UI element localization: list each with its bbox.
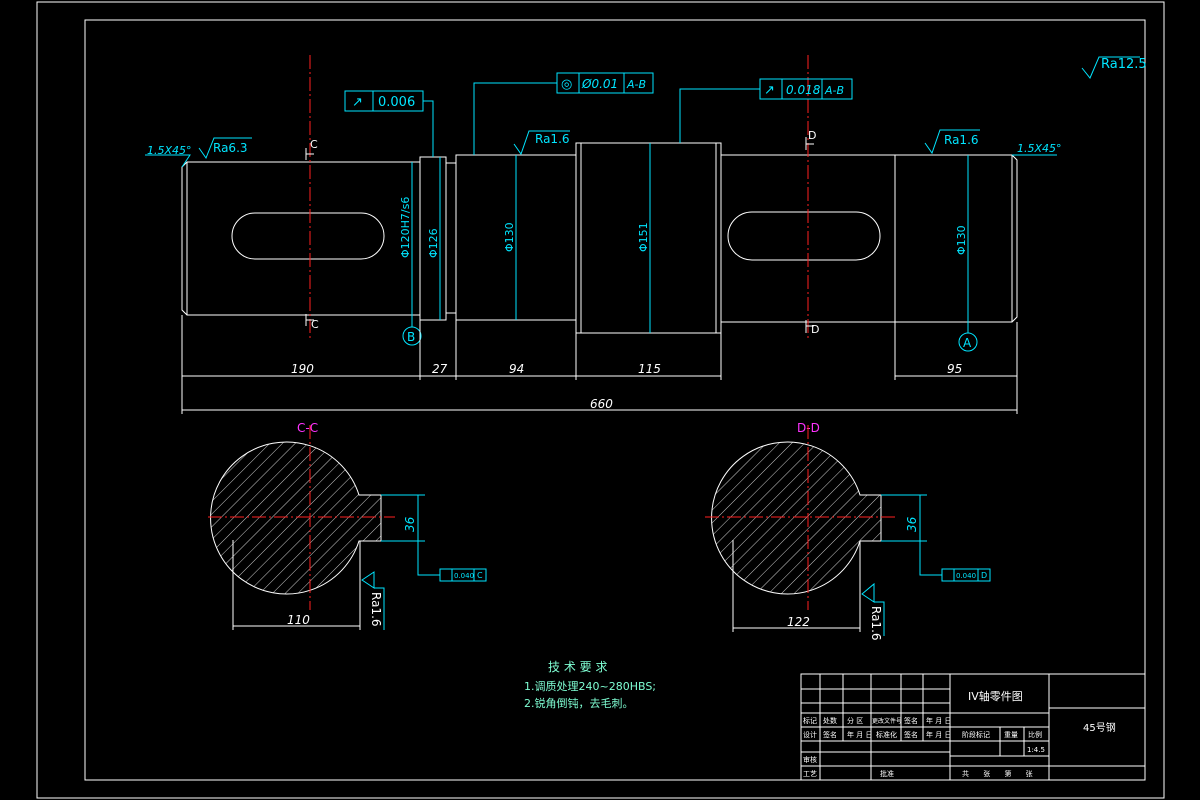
length-l1: 190 [291, 362, 314, 376]
length-l2: 27 [432, 362, 448, 376]
datum-b: B [402, 315, 422, 346]
diameter-d2: Φ126 [427, 228, 440, 258]
title-block: IV轴零件图 45号钢 1:4.5 标记 处数 分 区 更改文件号 签名 年 月… [800, 673, 1146, 781]
section-cc: C-C 36 0.040 C 110 Ra1.6 [208, 421, 487, 630]
chamfer-right: 1.5X45° [1012, 142, 1062, 156]
section-dd-keyway-width: 36 [905, 516, 919, 532]
technical-requirements: 技 术 要 求 1.调质处理240~280HBS; 2.锐角倒钝，去毛刺。 [524, 660, 656, 710]
diameter-dims: Φ120H7/s6 Φ126 Φ130 Φ151 Φ130 [399, 143, 969, 333]
circular-runout-datum: A-B [824, 84, 844, 97]
length-l3: 94 [509, 362, 524, 376]
title-design-0: 设计 [803, 730, 817, 739]
section-cc-depth: 110 [287, 613, 310, 627]
section-marker-c: C C [305, 138, 319, 331]
title-material: 45号钢 [1083, 721, 1116, 734]
length-l5: 95 [947, 362, 962, 376]
section-label-d-bottom: D [811, 323, 819, 336]
section-label-d-top: D [808, 129, 816, 142]
section-dd-hatch [711, 441, 882, 595]
title-mark-3: 更改文件号 [872, 717, 902, 725]
title-review: 审核 [803, 755, 817, 764]
chamfer-left: 1.5X45° [145, 144, 192, 168]
tolerance-frame-runout: ↗ 0.006 [344, 90, 434, 157]
title-sheets: 共 张 第 张 [962, 769, 1039, 778]
runout-value: 0.006 [378, 95, 415, 110]
section-cc-keyway-width: 36 [403, 516, 417, 532]
circular-runout-symbol: ↗ [764, 83, 775, 98]
roughness-mid-left-label: Ra1.6 [535, 132, 570, 146]
section-dd: D-D 36 0.040 D 122 Ra1.6 [705, 421, 991, 641]
roughness-left-end-label: Ra6.3 [213, 141, 248, 155]
title-design-3: 标准化 [876, 730, 897, 739]
title-mark-4: 签名 [904, 716, 918, 725]
diameter-d3: Φ130 [503, 222, 516, 252]
title-weight: 重量 [1004, 731, 1018, 739]
roughness-right-label: Ra1.6 [944, 133, 979, 147]
general-roughness-symbol: Ra12.5 [1081, 56, 1147, 79]
section-dd-roughness: Ra1.6 [869, 606, 883, 641]
section-dd-depth: 122 [787, 615, 810, 629]
keyway-left [231, 212, 385, 260]
length-total: 660 [590, 397, 613, 411]
section-label-c-bottom: C [311, 318, 319, 331]
section-cc-hatch [210, 441, 382, 595]
title-design-1: 签名 [823, 730, 837, 739]
tech-req-item1: 1.调质处理240~280HBS; [524, 680, 656, 693]
title-mark-0: 标记 [803, 716, 817, 725]
chamfer-left-label: 1.5X45° [147, 144, 192, 157]
inner-frame [84, 19, 1146, 781]
title-approve: 批准 [880, 769, 894, 778]
title-ratio: 比例 [1028, 730, 1042, 739]
title-part-name: IV轴零件图 [968, 689, 1023, 703]
tech-req-title: 技 术 要 求 [548, 660, 607, 674]
datum-a-label: A [963, 336, 972, 350]
diameter-d1: Φ120H7/s6 [399, 197, 412, 258]
keyway-right [727, 211, 881, 261]
chamfer-right-label: 1.5X45° [1017, 142, 1062, 155]
concentricity-symbol: ◎ [561, 77, 572, 92]
general-roughness-label: Ra12.5 [1101, 57, 1147, 72]
outer-frame [36, 1, 1165, 799]
length-l4: 115 [638, 362, 661, 376]
runout-symbol: ↗ [352, 95, 363, 110]
title-mark-5: 年 月 日 [926, 716, 951, 725]
title-mark-2: 分 区 [847, 716, 863, 725]
diameter-d4: Φ151 [637, 222, 650, 252]
length-dims: 190 27 94 115 95 660 [181, 315, 1018, 414]
title-process: 工艺 [803, 770, 817, 778]
concentricity-datum: A-B [626, 78, 646, 91]
datum-b-label: B [407, 330, 415, 344]
title-design-4: 签名 [904, 730, 918, 739]
title-mark-1: 处数 [823, 716, 837, 725]
section-dd-tol-value: 0.040 [956, 572, 976, 580]
title-scale: 1:4.5 [1027, 746, 1045, 754]
circular-runout-value: 0.018 [786, 83, 821, 97]
section-label-c-top: C [310, 138, 318, 151]
tech-req-item2: 2.锐角倒钝，去毛刺。 [524, 696, 634, 710]
section-cc-roughness: Ra1.6 [369, 592, 383, 627]
section-cc-tol-datum: C [477, 571, 483, 580]
title-stage-mark: 阶段标记 [962, 730, 990, 739]
section-cc-tol-value: 0.040 [454, 572, 474, 580]
tolerance-frame-circular-runout: ↗ 0.018 A-B [679, 78, 853, 143]
roughness-mid-left: Ra1.6 [513, 130, 570, 156]
datum-a: A [958, 322, 978, 352]
diameter-d5: Φ130 [955, 225, 968, 255]
concentricity-value: Ø0.01 [581, 77, 618, 91]
title-design-2: 年 月 日 [847, 730, 872, 739]
section-cc-title: C-C [297, 421, 318, 435]
title-design-5: 年 月 日 [926, 730, 951, 739]
section-dd-tol-datum: D [981, 571, 987, 580]
roughness-right: Ra1.6 [924, 129, 980, 155]
shaft-outline [181, 142, 1018, 334]
roughness-left-end: Ra6.3 [198, 137, 252, 160]
tolerance-frame-concentricity: ◎ Ø0.01 A-B [473, 72, 654, 155]
section-marker-d: D D [805, 129, 819, 336]
